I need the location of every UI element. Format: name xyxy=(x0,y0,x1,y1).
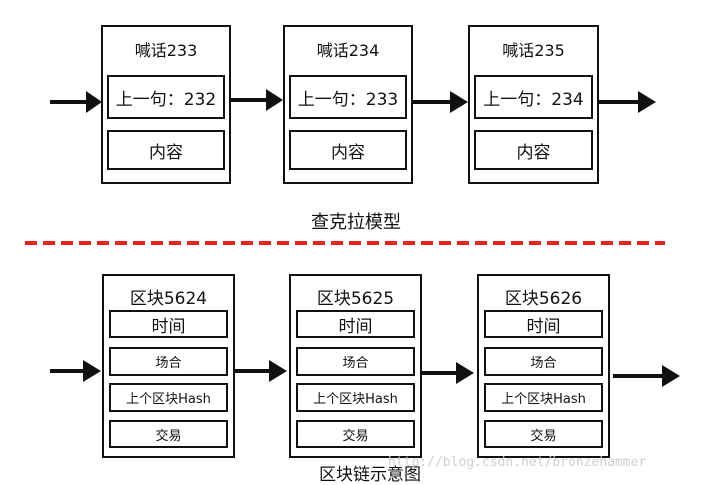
bottom-arrows xyxy=(50,360,680,387)
chaum-block-title: 喊话235 xyxy=(502,41,565,60)
chain-block-title: 区块5625 xyxy=(316,289,395,309)
chaum-prev-field: 上一句：234 xyxy=(474,75,593,119)
arrow-top-out xyxy=(599,91,656,113)
arrow-top-in xyxy=(50,91,102,113)
chain-prev-hash-field: 上个区块Hash xyxy=(484,383,603,412)
arrow-bottom-1-2 xyxy=(235,360,287,382)
chaum-model-caption: 查克拉模型 xyxy=(311,212,401,233)
blockchain-caption: 区块链示意图 xyxy=(319,465,421,485)
arrow-bottom-2-3 xyxy=(421,362,474,384)
chain-time-field: 时间 xyxy=(296,310,415,338)
chaum-content-field: 内容 xyxy=(474,130,593,170)
watermark-url: http://blog.csdn.net/bronzehammer xyxy=(388,455,647,470)
chaum-content-field: 内容 xyxy=(289,130,407,170)
chain-tx-field: 交易 xyxy=(484,420,603,448)
chain-block-title: 区块5626 xyxy=(504,289,583,309)
chaum-content-field: 内容 xyxy=(107,130,225,170)
arrow-bottom-out xyxy=(613,365,680,387)
chain-prev-hash-field: 上个区块Hash xyxy=(296,383,415,412)
chaum-block-1: 喊话233 上一句：232 内容 xyxy=(101,25,231,184)
arrow-bottom-in xyxy=(50,360,101,382)
top-arrows xyxy=(50,89,656,113)
chain-prev-hash-field: 上个区块Hash xyxy=(109,383,228,412)
arrow-top-2-3 xyxy=(412,91,468,113)
arrow-top-1-2 xyxy=(230,89,283,111)
chaum-block-3: 喊话235 上一句：234 内容 xyxy=(468,25,599,184)
chain-block-title: 区块5624 xyxy=(129,289,208,309)
chain-block-3: 区块5626 时间 场合 上个区块Hash 交易 xyxy=(477,274,610,458)
chaum-prev-field: 上一句：233 xyxy=(289,75,407,119)
chaum-block-title: 喊话234 xyxy=(316,41,380,60)
chaum-block-2: 喊话234 上一句：233 内容 xyxy=(283,25,413,184)
chain-venue-field: 场合 xyxy=(109,347,228,376)
chain-block-1: 区块5624 时间 场合 上个区块Hash 交易 xyxy=(102,274,235,458)
chain-time-field: 时间 xyxy=(109,310,228,338)
chaum-block-title: 喊话233 xyxy=(134,41,198,60)
chain-block-2: 区块5625 时间 场合 上个区块Hash 交易 xyxy=(289,274,422,458)
chain-tx-field: 交易 xyxy=(296,420,415,448)
chain-tx-field: 交易 xyxy=(109,420,228,448)
chaum-prev-field: 上一句：232 xyxy=(107,75,225,119)
chain-time-field: 时间 xyxy=(484,310,603,338)
chain-venue-field: 场合 xyxy=(484,347,603,376)
chain-venue-field: 场合 xyxy=(296,347,415,376)
